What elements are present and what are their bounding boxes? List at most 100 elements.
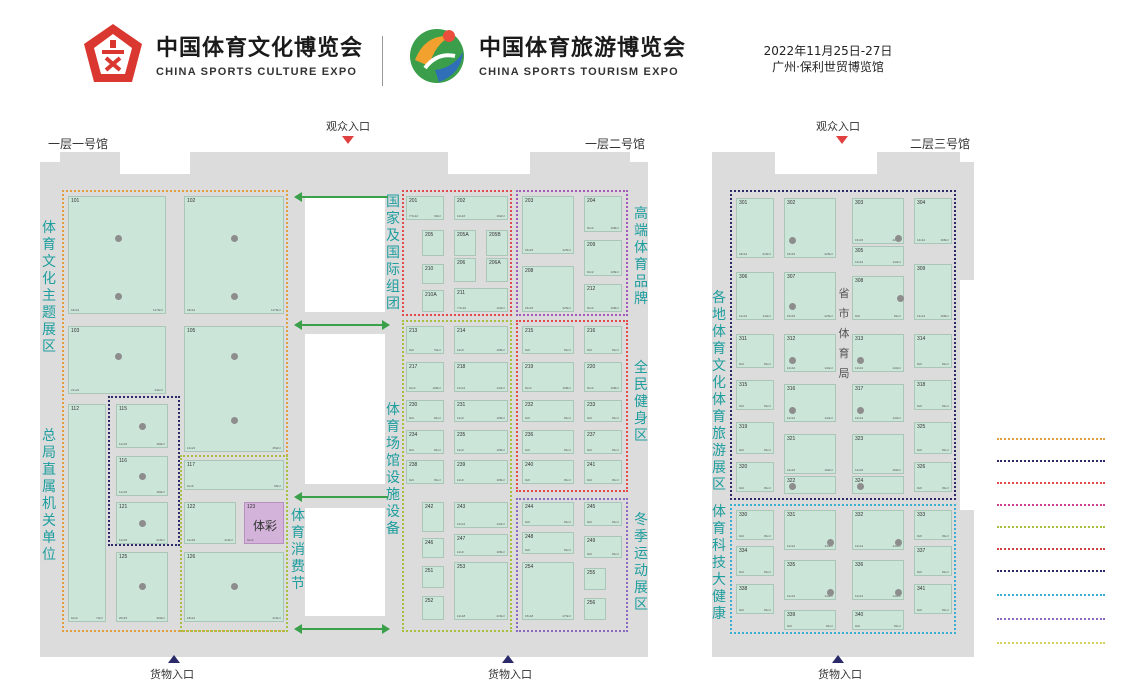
booth-210A[interactable]: 210A	[422, 290, 444, 312]
booth-246[interactable]: 246	[422, 538, 444, 558]
zone-winter-border	[516, 498, 628, 632]
booth-252[interactable]: 252	[422, 596, 444, 620]
booth-205[interactable]: 205	[422, 230, 444, 256]
booth-251[interactable]: 251	[422, 566, 444, 588]
booth-242[interactable]: 242	[422, 502, 444, 532]
booth-303[interactable]: 30315x15225m²	[852, 198, 904, 244]
booth-206[interactable]: 206	[454, 258, 476, 282]
booth-206A[interactable]: 206A	[486, 258, 508, 282]
booth-205B[interactable]: 205B	[486, 230, 508, 256]
booth-210[interactable]: 210	[422, 264, 444, 284]
booth-205A[interactable]: 205A	[454, 230, 476, 256]
booth-255[interactable]: 255	[584, 568, 606, 590]
booth-256[interactable]: 256	[584, 598, 606, 620]
booth-322[interactable]: 322	[784, 476, 836, 494]
booth-324[interactable]: 324	[852, 476, 904, 494]
